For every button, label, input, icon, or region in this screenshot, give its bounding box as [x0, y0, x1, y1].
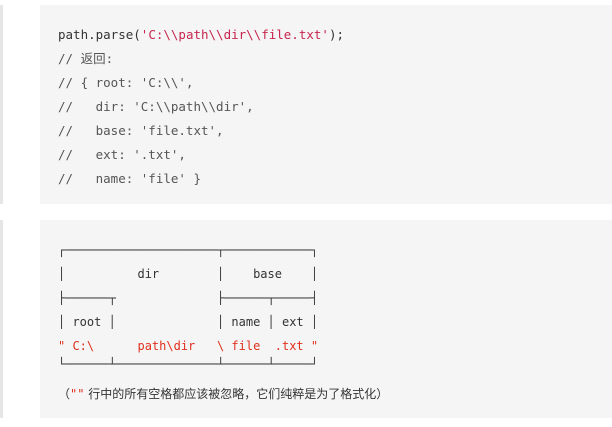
code-comment-line: // name: 'file' } [58, 171, 201, 186]
left-rail-1 [0, 5, 3, 204]
diagram-root-name-ext-row: │ root │ │ name │ ext │ [58, 315, 319, 329]
code-line-call: path.parse('C:\\path\\dir\\file.txt'); [58, 27, 344, 43]
left-rail-2 [0, 220, 3, 418]
code-comment-line: // base: 'file.txt', [58, 123, 224, 138]
code-block-parse: path.parse('C:\\path\\dir\\file.txt'); /… [40, 5, 612, 204]
note-text: 行中的所有空格都应该被忽略，它们纯粹是为了格式化） [84, 387, 389, 401]
code-block-diagram: ┌─────────────────────┬────────────┐ │ d… [40, 220, 612, 418]
code-comment-line: // dir: 'C:\\path\\dir', [58, 99, 254, 114]
diagram-top-border: ┌─────────────────────┬────────────┐ [58, 243, 319, 257]
code-comment-line: // { root: 'C:\\', [58, 75, 194, 90]
diagram-divider: ├──────┬ ├──────┬─────┤ [58, 291, 319, 305]
note-quote-mark: "" [70, 387, 85, 401]
code-string-path: 'C:\\path\\dir\\file.txt' [140, 27, 329, 42]
code-call-suffix: ); [328, 27, 345, 42]
code-comment-line: // 返回: [58, 51, 114, 66]
formatting-note: （"" 行中的所有空格都应该被忽略，它们纯粹是为了格式化） [58, 385, 388, 402]
diagram-values-row: " C:\ path\dir \ file .txt " [58, 339, 319, 353]
code-comment-line: // ext: '.txt', [58, 147, 186, 162]
code-call-prefix: path.parse( [58, 27, 141, 42]
note-open-paren: （ [58, 387, 71, 401]
diagram-dir-base-row: │ dir │ base │ [58, 267, 319, 281]
diagram-bottom-border: └──────┴──────────────┴──────┴─────┘ [58, 357, 319, 371]
